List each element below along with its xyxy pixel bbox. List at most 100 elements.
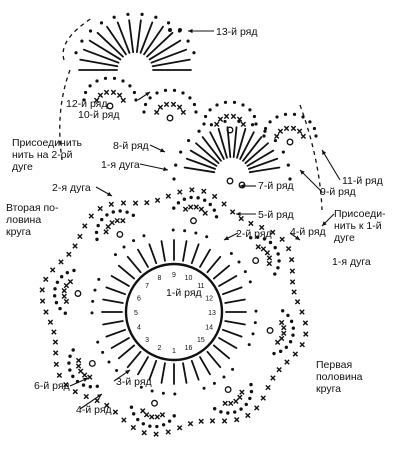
chain-stitch-dot — [248, 235, 253, 240]
chain-stitch-dot — [113, 253, 117, 257]
chain-stitch-dot — [80, 39, 84, 43]
pointer-arrow-line — [299, 169, 323, 193]
single-crochet-cross — [274, 339, 281, 345]
chain-stitch-dot — [161, 423, 166, 427]
row3-label: 3-й ряд — [116, 376, 152, 388]
stitch-stroke — [110, 337, 130, 349]
ring-stitch-number: 4 — [137, 325, 141, 332]
single-crochet-cross — [278, 319, 285, 326]
single-crochet-cross — [288, 256, 295, 263]
chain-stitch-dot — [136, 417, 140, 422]
stitch-stroke — [239, 131, 255, 160]
single-crochet-cross — [176, 104, 183, 110]
double-crochet-ring — [116, 230, 124, 238]
stitch-stroke — [244, 142, 269, 164]
single-crochet-cross — [141, 430, 147, 436]
chain-stitch-dot — [277, 259, 281, 263]
chain-stitch-dot — [252, 114, 257, 119]
double-crochet-ring — [151, 399, 158, 407]
stitch-stroke — [126, 350, 142, 369]
single-crochet-cross — [299, 309, 305, 315]
stitch-stroke — [137, 248, 149, 268]
ring-stitch-number: 8 — [158, 275, 162, 282]
stitch-stroke — [246, 149, 275, 167]
stitch-stroke — [102, 320, 124, 326]
single-crochet-cross — [63, 298, 70, 305]
single-crochet-cross — [270, 375, 276, 381]
stitch-stroke — [199, 248, 211, 268]
stitch-stroke — [224, 298, 246, 304]
single-crochet-cross — [283, 125, 290, 132]
chain-stitch-dot — [176, 201, 181, 205]
chain-stitch-dot — [291, 326, 296, 330]
ring-stitch-number: 3 — [145, 337, 149, 344]
chain-stitch-dot — [182, 197, 187, 201]
chain-stitch-dot — [121, 79, 125, 83]
chain-stitch-dot — [208, 108, 212, 112]
chain-stitch-dot — [82, 98, 86, 102]
single-crochet-cross — [182, 206, 189, 212]
chain-stitch-dot — [275, 115, 279, 119]
single-crochet-cross — [187, 204, 194, 210]
stitch-stroke — [195, 142, 220, 164]
chain-stitch-dot — [219, 410, 223, 414]
chain-stitch-dot — [173, 392, 177, 396]
chain-stitch-dot — [188, 96, 192, 100]
chain-stitch-dot — [192, 51, 196, 55]
pointer-arrow-head — [295, 235, 300, 240]
double-crochet-ring — [190, 217, 197, 225]
chain-stitch-dot — [95, 384, 100, 389]
first-half-label: Первая половина круга — [316, 359, 363, 395]
ring-stitch-number: 15 — [197, 337, 205, 344]
joining-dashed-line — [62, 17, 93, 61]
chain-stitch-dot — [233, 410, 237, 414]
chain-stitch-dot — [174, 163, 178, 167]
single-crochet-cross — [52, 350, 59, 356]
chain-stitch-dot — [68, 368, 72, 372]
chain-stitch-dot — [212, 381, 216, 385]
stitch-stroke — [248, 166, 281, 174]
single-crochet-cross — [201, 188, 207, 194]
chain-stitch-dot — [254, 309, 258, 313]
single-crochet-cross — [43, 276, 49, 282]
double-crochet-ring — [286, 138, 294, 146]
chain-stitch-dot — [263, 126, 268, 131]
chain-stitch-dot — [155, 91, 159, 95]
ring-stitch-number: 9 — [172, 272, 176, 279]
chain-stitch-dot — [248, 396, 252, 401]
single-crochet-cross — [176, 425, 183, 431]
single-crochet-cross — [159, 412, 166, 418]
chain-stitch-dot — [115, 369, 119, 373]
single-crochet-cross — [75, 357, 82, 364]
chain-stitch-dot — [314, 134, 318, 138]
chain-stitch-dot — [208, 202, 212, 207]
single-crochet-cross — [120, 97, 127, 103]
chain-stitch-dot — [128, 84, 132, 88]
chain-stitch-dot — [96, 223, 100, 228]
chain-stitch-dot — [143, 102, 148, 107]
chain-stitch-dot — [214, 215, 219, 219]
stitch-stroke — [116, 21, 131, 54]
chain-stitch-dot — [140, 12, 144, 16]
stitch-stroke — [199, 356, 211, 376]
pointer-arrow-head — [322, 150, 327, 155]
single-crochet-cross — [211, 193, 218, 200]
single-crochet-cross — [63, 382, 69, 388]
chain-stitch-dot — [223, 119, 227, 124]
chain-stitch-dot — [205, 235, 209, 239]
chain-stitch-dot — [172, 206, 176, 210]
chain-stitch-dot — [262, 134, 266, 138]
ring-stitch-number: 6 — [137, 295, 141, 302]
chain-stitch-dot — [212, 208, 217, 212]
chain-stitch-dot — [71, 348, 75, 352]
chain-stitch-dot — [139, 385, 143, 389]
chain-stitch-dot — [68, 354, 72, 358]
chain-stitch-dot — [163, 88, 168, 92]
chain-stitch-dot — [247, 343, 251, 347]
stitch-stroke — [96, 31, 124, 58]
chain-stitch-dot — [202, 122, 206, 126]
arc1-top-label: 1-я дуга — [101, 159, 140, 171]
chain-stitch-dot — [312, 126, 317, 131]
chain-stitch-dot — [122, 245, 126, 249]
